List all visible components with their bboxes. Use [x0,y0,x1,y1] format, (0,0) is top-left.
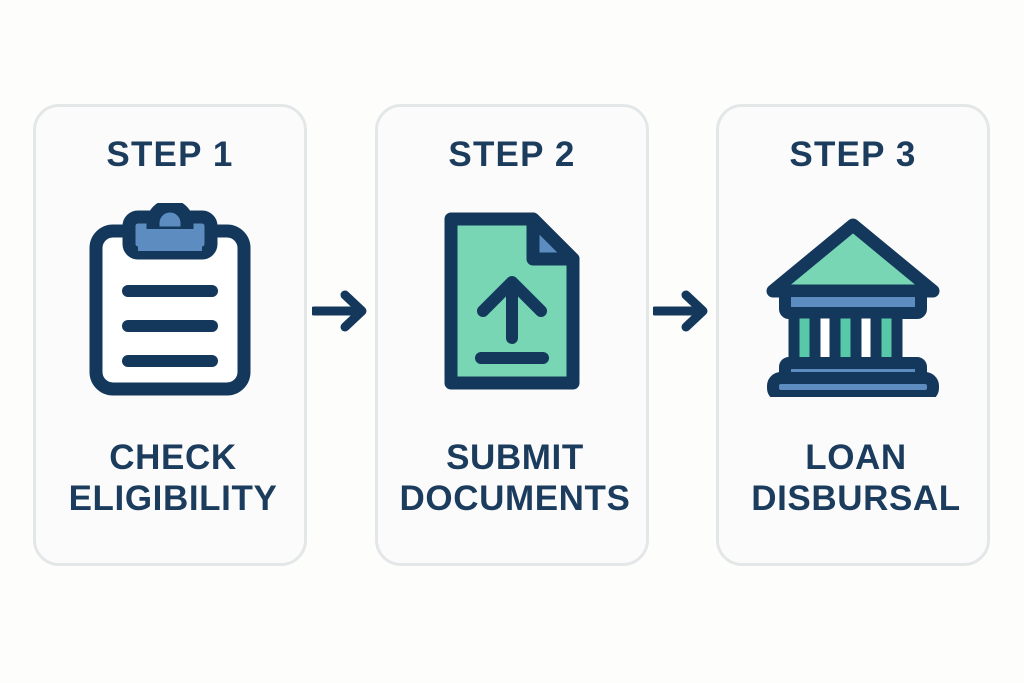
step-caption-1-line1: CHECK [109,438,237,477]
step-icon-2 [378,203,646,399]
step-caption-2: SUBMIT DOCUMENTS [350,437,680,520]
document-upload-icon [444,212,580,390]
step-card-2[interactable]: STEP 2 SUBMIT DOCUMENTS [375,104,649,566]
step-caption-1: CHECK ELIGIBILITY [8,437,338,520]
step-number-label-1: STEP 1 [106,135,234,174]
connector-arrow-1 [309,289,372,333]
step-caption-3: LOAN DISBURSAL [691,437,1021,520]
step-card-3[interactable]: STEP 3 [716,104,990,566]
step-caption-3-line1: LOAN [805,438,907,477]
step-caption-2-line2: DOCUMENTS [399,479,631,519]
step-icon-1 [36,203,304,399]
arrow-right-icon [650,290,708,332]
step-icon-3 [719,203,987,399]
step-caption-1-line2: ELIGIBILITY [68,479,278,519]
clipboard-icon [89,203,251,396]
connector-arrow-2 [650,289,713,333]
step-caption-3-line2: DISBURSAL [751,479,961,519]
step-number-label-3: STEP 3 [789,135,917,174]
step-number-label-2: STEP 2 [448,135,576,174]
step-caption-2-line1: SUBMIT [446,438,584,477]
arrow-right-icon [309,290,367,332]
step-card-1[interactable]: STEP 1 CHECK ELIGIBILI [33,104,307,566]
bank-icon [766,218,940,397]
